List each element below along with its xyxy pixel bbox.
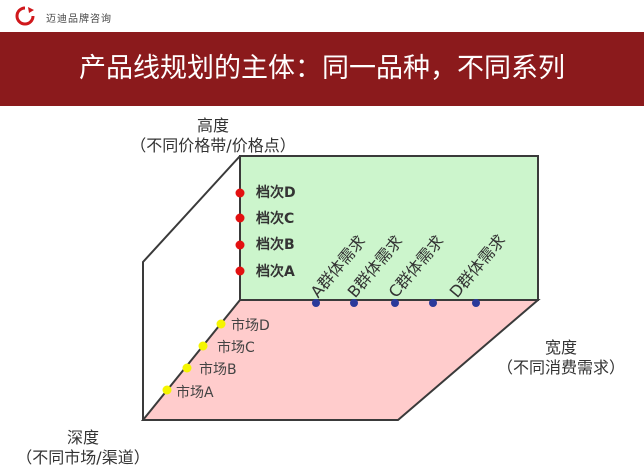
market-label: 市场D	[231, 318, 270, 334]
floor-plane	[140, 299, 541, 421]
group-dots	[312, 299, 480, 307]
tier-label: 档次A	[256, 264, 295, 280]
top-bar: 迈迪品牌咨询	[0, 0, 644, 32]
tier-label: 档次C	[256, 211, 295, 227]
height-axis-label: 高度 （不同价格带/价格点）	[130, 116, 296, 155]
market-label: 市场C	[217, 340, 255, 356]
title-banner: 产品线规划的主体：同一品种，不同系列	[0, 32, 644, 106]
logo-icon	[15, 6, 35, 26]
width-axis-label: 宽度 （不同消费需求）	[496, 338, 625, 377]
market-dots	[162, 319, 226, 395]
back-plane	[239, 155, 539, 301]
market-label: 市场B	[199, 362, 237, 378]
tier-dots	[235, 188, 245, 276]
back-left-edge	[142, 155, 241, 420]
page-title: 产品线规划的主体：同一品种，不同系列	[79, 53, 565, 84]
tier-label: 档次D	[256, 185, 296, 201]
market-label: 市场A	[176, 385, 214, 401]
brand-name: 迈迪品牌咨询	[46, 14, 112, 25]
depth-axis-label: 深度 （不同市场/渠道）	[16, 428, 150, 467]
tier-label: 档次B	[256, 237, 295, 253]
